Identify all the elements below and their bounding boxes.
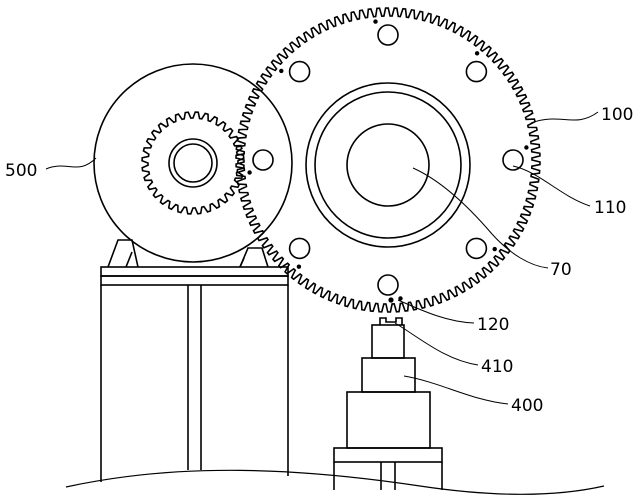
left-support-frame	[100, 239, 289, 482]
leader-120	[397, 299, 475, 324]
marker-dot	[247, 170, 252, 175]
bolt-hole	[288, 60, 311, 83]
bolt-hole	[377, 274, 399, 296]
marker-dot	[492, 246, 497, 252]
bolt-holes-110	[247, 19, 529, 301]
bolt-hole	[465, 60, 488, 83]
marker-dot	[474, 51, 480, 56]
pin-410	[379, 317, 403, 325]
marker-dot	[296, 264, 302, 269]
leader-110	[512, 165, 591, 207]
marker-dot	[279, 68, 284, 74]
label-100: 100	[601, 105, 633, 125]
bolt-hole	[465, 237, 488, 260]
small-gear-hub-outer	[168, 138, 218, 188]
marker-dot	[524, 145, 529, 150]
pedestal-400	[333, 324, 443, 490]
bolt-hole	[377, 24, 399, 46]
contact-point-120	[388, 297, 394, 303]
bolt-hole	[288, 237, 311, 260]
marker-dot	[373, 19, 378, 24]
small-pinion-gear	[141, 111, 245, 215]
label-400: 400	[511, 396, 543, 416]
leader-100	[530, 111, 599, 124]
label-110: 110	[594, 198, 626, 218]
leader-70	[412, 167, 549, 269]
label-410: 410	[481, 357, 513, 377]
ground-line	[65, 469, 605, 495]
central-shaft-70	[346, 123, 430, 207]
bolt-hole	[502, 149, 524, 171]
leader-500	[45, 157, 97, 170]
large-gear-100	[235, 7, 541, 313]
marker-dot	[398, 296, 403, 301]
label-120: 120	[477, 315, 509, 335]
bolt-hole	[252, 149, 274, 171]
large-gear-ring-inner	[314, 91, 462, 239]
small-gear-hub-inner	[173, 143, 213, 183]
label-70: 70	[550, 260, 572, 280]
leader-400	[403, 375, 509, 405]
label-500: 500	[5, 161, 37, 181]
leader-410	[394, 322, 479, 366]
large-gear-ring-outer	[305, 82, 471, 248]
motor-housing-500	[93, 63, 293, 263]
